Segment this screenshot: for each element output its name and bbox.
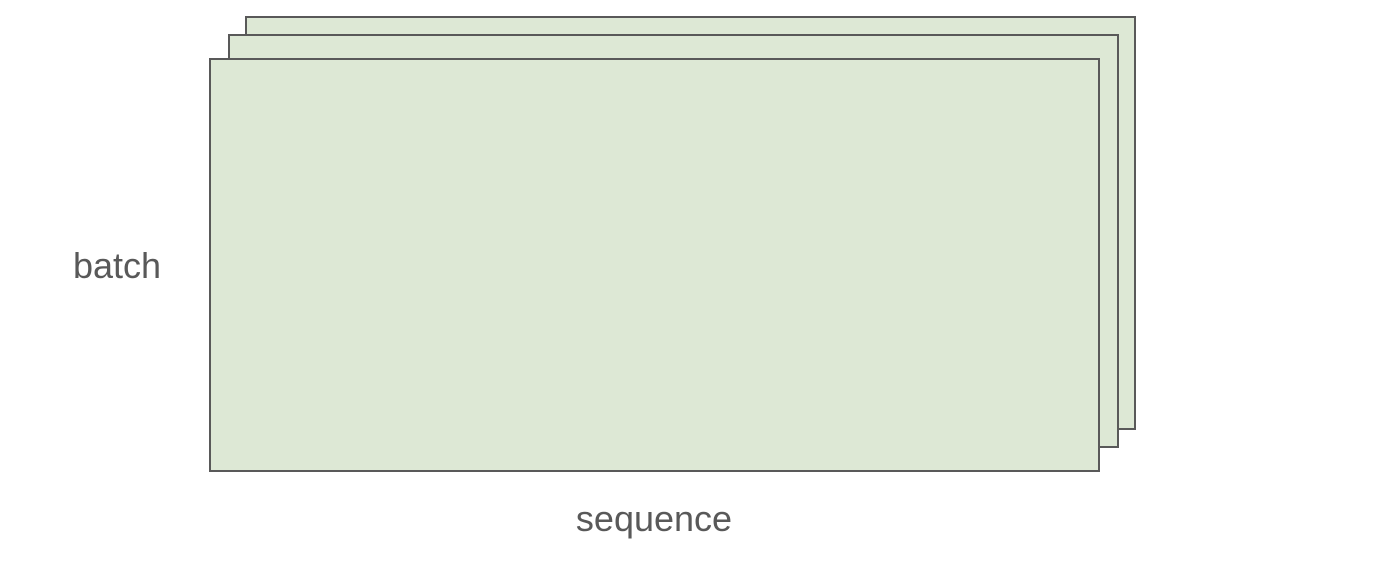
tensor-sheet-front: [209, 58, 1100, 472]
batch-axis-label: batch: [73, 245, 162, 286]
sequence-axis-label: sequence: [575, 498, 733, 539]
